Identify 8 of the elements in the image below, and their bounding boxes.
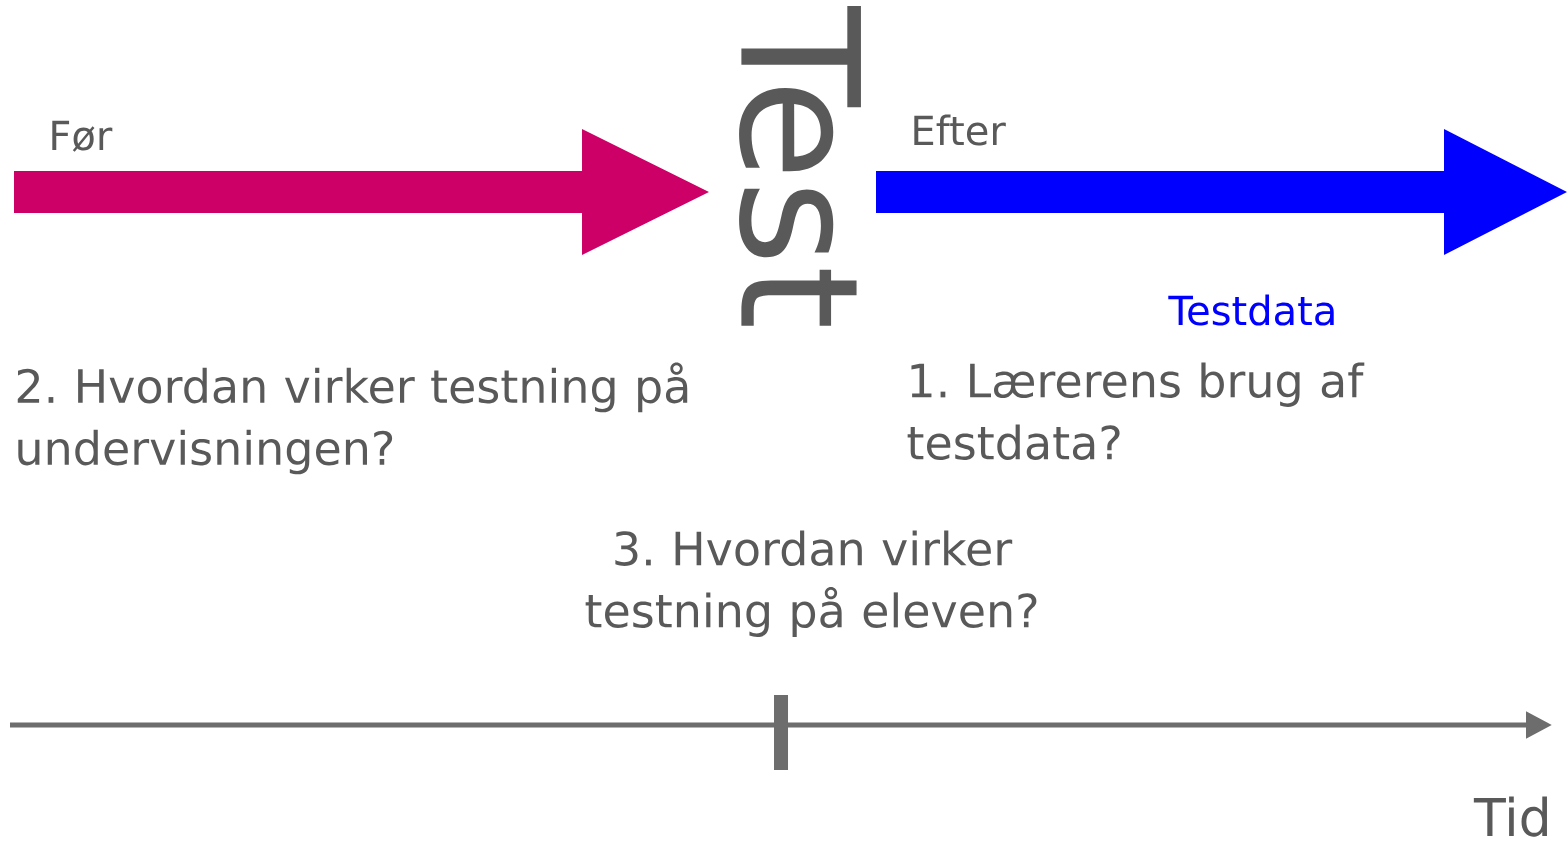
- arrow-label: Efter: [914, 114, 1006, 146]
- question-text: 2. Hvordan virker testning på undervisningen?: [17, 362, 688, 475]
- data-label: Testdata: [1168, 294, 1334, 326]
- axis-label: Tid: [1473, 796, 1547, 837]
- vertical-heading: Test: [739, 6, 861, 326]
- question-text: 1. Lærerens brug af testdata?: [907, 362, 1365, 460]
- question-text: 3. Hvordan virker testning på eleven?: [585, 530, 1037, 637]
- arrow-label: Før: [52, 120, 113, 152]
